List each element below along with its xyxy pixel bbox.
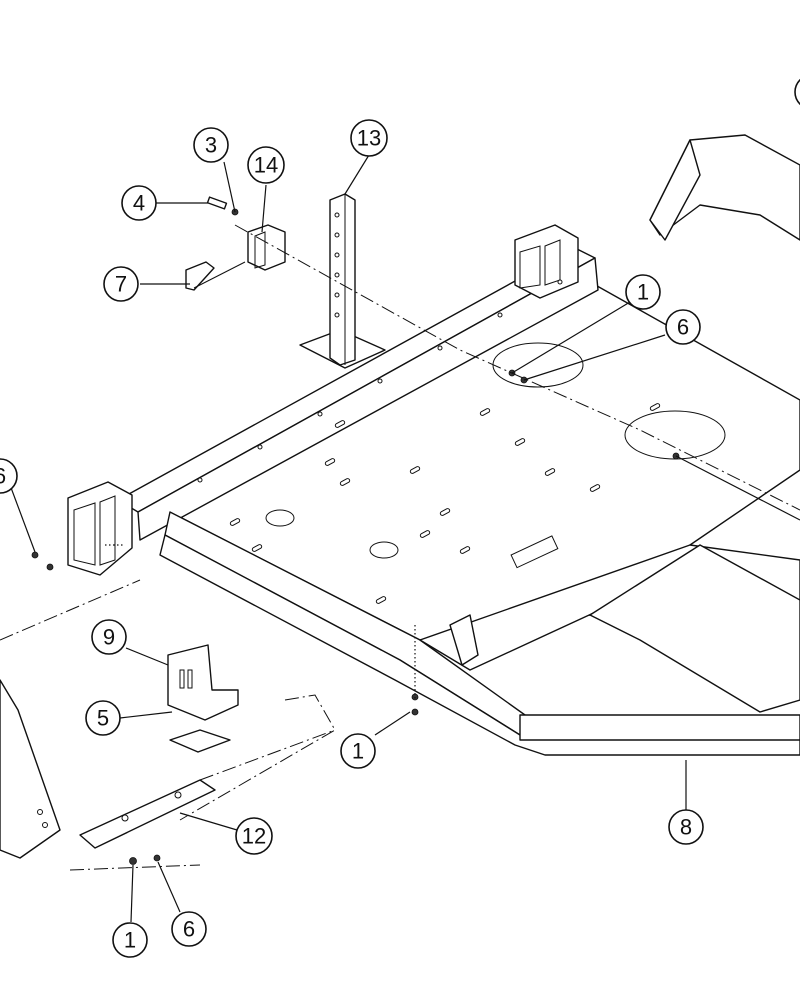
jack-stand-post bbox=[299, 193, 386, 369]
rear-bracket-flange bbox=[649, 139, 701, 241]
front-rail-face bbox=[137, 257, 599, 541]
svg-text:13: 13 bbox=[357, 126, 381, 151]
svg-text:9: 9 bbox=[103, 625, 115, 650]
fasteners bbox=[31, 369, 680, 865]
left-side-channel-lower bbox=[159, 534, 800, 756]
mount-plate bbox=[167, 644, 239, 753]
deck-rect-cutout bbox=[510, 535, 559, 569]
svg-text:7: 7 bbox=[115, 272, 127, 297]
callout-4: 4 bbox=[121, 185, 157, 221]
callout-8: 8 bbox=[668, 809, 704, 845]
callout-9: 9 bbox=[91, 619, 127, 655]
bolt bbox=[206, 196, 239, 216]
deck-opening-rear bbox=[624, 410, 726, 460]
svg-text:1: 1 bbox=[637, 280, 649, 305]
mounting-strap bbox=[79, 779, 216, 849]
callout-1-top: 1 bbox=[625, 274, 661, 310]
callout-14: 14 bbox=[247, 146, 285, 184]
svg-text:1: 1 bbox=[352, 739, 364, 764]
callout-7: 7 bbox=[103, 266, 139, 302]
deck-hole-a bbox=[265, 509, 295, 527]
svg-text:3: 3 bbox=[205, 133, 217, 158]
leader-lines bbox=[9, 154, 800, 923]
callout-partial-top-right bbox=[794, 78, 800, 106]
rail-holes bbox=[197, 279, 563, 483]
assembly-lines bbox=[0, 224, 800, 871]
callout-13: 13 bbox=[350, 119, 388, 157]
frame-assembly bbox=[67, 134, 800, 756]
callout-1-mid: 1 bbox=[340, 733, 376, 769]
svg-text:5: 5 bbox=[97, 706, 109, 731]
svg-text:12: 12 bbox=[242, 824, 266, 849]
svg-text:6: 6 bbox=[0, 464, 6, 489]
callout-6-top: 6 bbox=[665, 309, 701, 345]
left-bottom-bracket bbox=[0, 679, 61, 859]
callout-12: 12 bbox=[235, 817, 273, 855]
svg-text:4: 4 bbox=[133, 191, 145, 216]
bumper-bar bbox=[519, 714, 800, 741]
callout-3: 3 bbox=[193, 127, 229, 163]
svg-text:6: 6 bbox=[677, 315, 689, 340]
mount-bracket bbox=[247, 224, 286, 271]
inner-support-bracket bbox=[449, 614, 479, 666]
callout-6-bottom: 6 bbox=[171, 911, 207, 947]
lynch-pin bbox=[185, 261, 246, 291]
inner-frame-web bbox=[589, 544, 800, 713]
svg-text:8: 8 bbox=[680, 815, 692, 840]
callout-5: 5 bbox=[85, 700, 121, 736]
deck-hole-b bbox=[369, 541, 399, 559]
deck-slots bbox=[229, 403, 661, 604]
callout-6-left: 6 bbox=[0, 458, 18, 494]
svg-text:14: 14 bbox=[254, 153, 278, 178]
left-mount-block bbox=[67, 481, 133, 576]
svg-text:1: 1 bbox=[124, 928, 136, 953]
svg-text:6: 6 bbox=[183, 917, 195, 942]
callout-1-bottom: 1 bbox=[112, 922, 148, 958]
